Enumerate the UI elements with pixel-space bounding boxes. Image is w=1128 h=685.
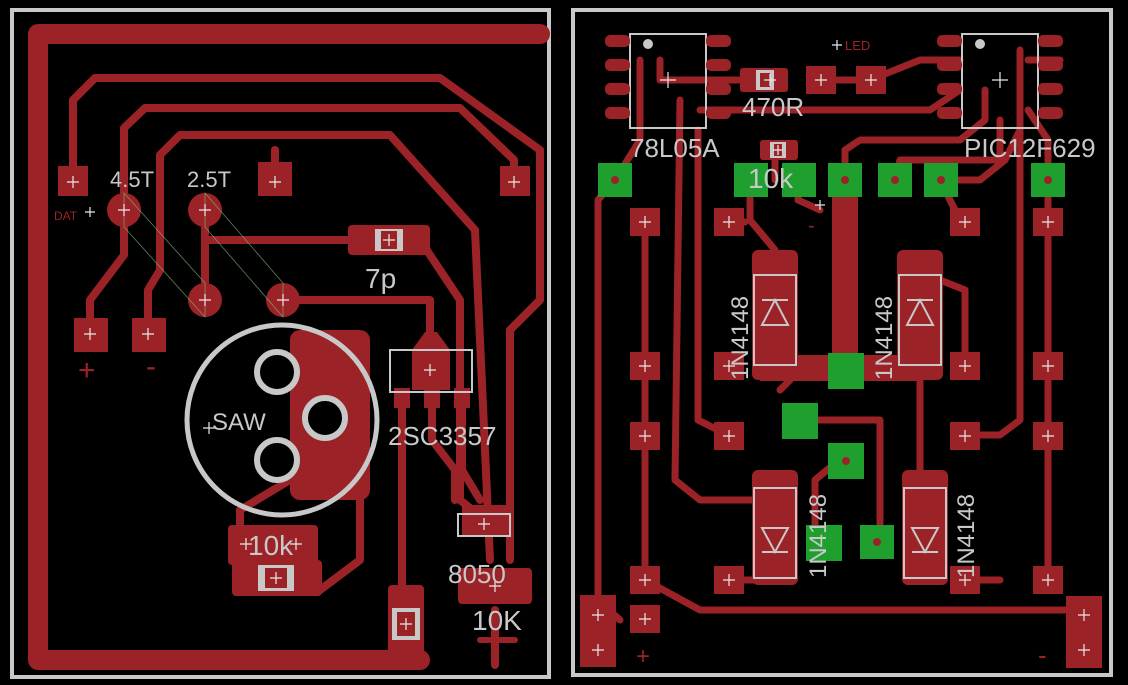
label-plus-left: +	[78, 354, 96, 387]
label-4-5t: 4.5T	[110, 167, 154, 192]
left-board-outline	[10, 8, 551, 679]
label-minus-center: -	[808, 215, 815, 237]
label-pic12f629: PIC12F629	[964, 133, 1096, 163]
label-plus-right: +	[636, 643, 650, 670]
transistor2-outline	[457, 513, 511, 537]
left-crosshairs	[67, 176, 520, 630]
label-minus-left: -	[146, 350, 156, 383]
label-8050: 8050	[448, 559, 506, 589]
label-1n4148-br: 1N4148	[953, 494, 980, 578]
label-1n4148-tl: 1N4148	[727, 296, 754, 380]
label-7p: 7p	[365, 263, 396, 294]
label-dat: DAT	[54, 209, 78, 223]
diode-silkscreen	[753, 274, 947, 579]
label-saw: SAW	[212, 409, 266, 436]
label-10K: 10K	[472, 605, 522, 636]
label-led: LED	[845, 38, 870, 53]
label-78l05a: 78L05A	[630, 133, 720, 163]
saw-footprint	[184, 322, 380, 518]
left-board: 4.5T 2.5T DAT 7p SAW 2SC3357 10k 8050 10…	[10, 8, 551, 679]
right-vias	[598, 163, 1065, 561]
center-bus	[832, 180, 858, 380]
ic-78l05a	[605, 33, 731, 129]
label-470r: 470R	[742, 92, 804, 122]
label-2sc3357: 2SC3357	[388, 421, 496, 451]
label-10k-lower: 10k	[248, 530, 294, 561]
label-10k-right: 10k	[748, 163, 794, 194]
label-1n4148-bl: 1N4148	[805, 494, 832, 578]
ground-trace	[28, 24, 550, 670]
right-board-outline	[571, 8, 1113, 677]
right-crosshairs	[592, 40, 1090, 656]
label-2-5t: 2.5T	[187, 167, 231, 192]
transistor-outline	[389, 349, 473, 393]
label-minus-right: -	[1038, 640, 1047, 670]
ic-pic12f629	[937, 33, 1063, 129]
right-board: 78L05A LED 470R 10k PIC12F629 1N4148 1N4…	[571, 8, 1113, 677]
label-1n4148-tr: 1N4148	[871, 296, 898, 380]
